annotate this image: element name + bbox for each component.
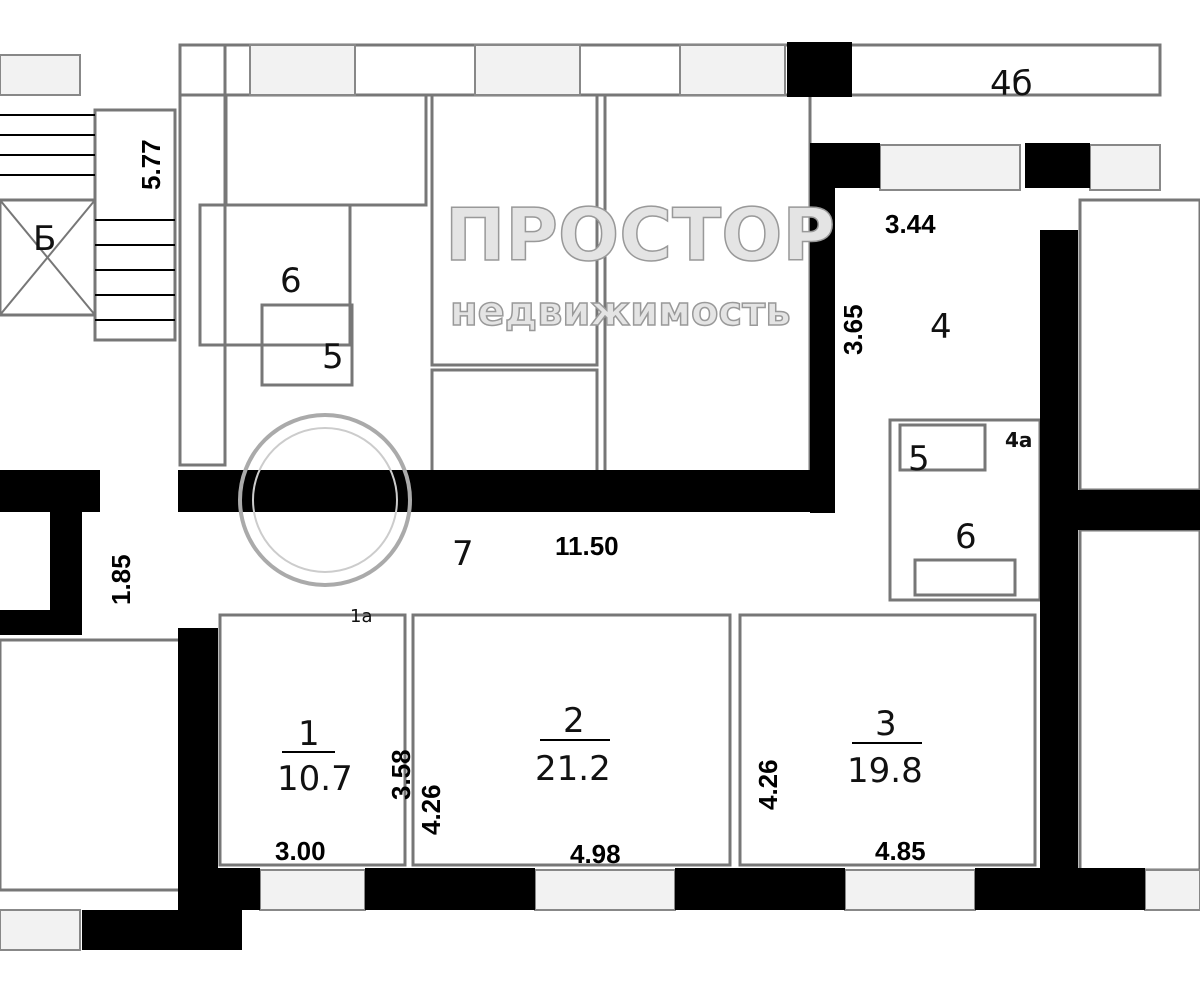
watermark-logo: ПРОСТОР недвижимость: [238, 192, 836, 587]
label-room4: 4: [930, 307, 952, 347]
bearing-walls: [0, 42, 1200, 950]
watermark-subtitle: недвижимость: [450, 289, 791, 335]
dim-corridor-length: 11.50: [555, 531, 619, 561]
dim-room1-width: 3.00: [275, 836, 326, 866]
room-area: 21.2: [535, 749, 611, 789]
label-room4a: 4а: [1005, 428, 1032, 452]
room-number: 3: [875, 704, 897, 744]
room-3: 3 19.8: [847, 704, 923, 791]
room-area: 10.7: [277, 759, 353, 799]
dim-corridor-width: 1.85: [106, 554, 136, 605]
room-number: 2: [563, 701, 585, 741]
label-corridor: 7: [452, 534, 474, 574]
room-2: 2 21.2: [535, 701, 611, 789]
label-bath-right: 6: [955, 517, 977, 557]
room-area: 19.8: [847, 751, 923, 791]
label-wc-left: 5: [322, 337, 344, 377]
dim-room4-depth: 3.65: [838, 304, 868, 355]
dim-room1-depth: 3.58: [386, 749, 416, 800]
windows: [0, 44, 1200, 951]
room-number: 1: [298, 714, 320, 754]
stair-label: Б: [33, 219, 56, 259]
label-bath-left: 6: [280, 261, 302, 301]
watermark-title: ПРОСТОР: [445, 193, 835, 277]
dim-room3-depth: 4.26: [753, 759, 783, 810]
label-room1a: 1а: [350, 606, 372, 627]
dim-room4-width: 3.44: [885, 209, 936, 239]
room-1: 1 10.7: [277, 714, 353, 799]
dim-room3-width: 4.85: [875, 836, 926, 866]
dim-room2-depth: 4.26: [416, 784, 446, 835]
label-wc-right: 5: [908, 439, 930, 479]
staircase: [0, 114, 175, 321]
dim-stair: 5.77: [136, 139, 166, 190]
label-room4b: 4б: [990, 64, 1033, 104]
dim-room2-width: 4.98: [570, 839, 621, 869]
